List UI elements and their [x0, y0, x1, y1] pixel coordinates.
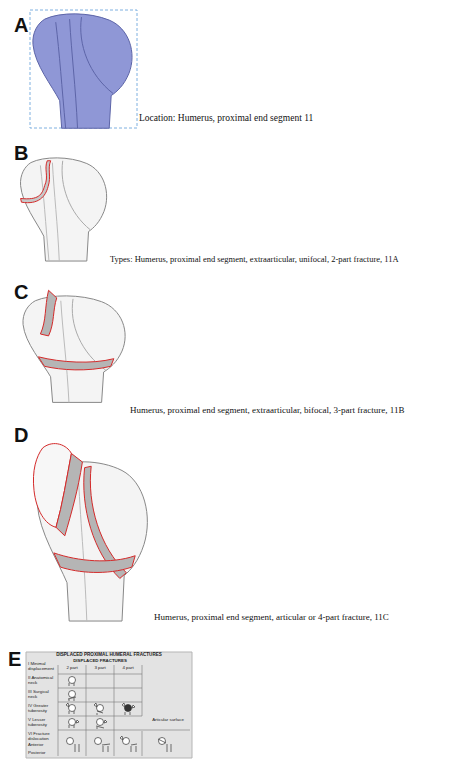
row-header: III Surgical neck [28, 690, 57, 699]
grid-line [58, 702, 142, 703]
fracture-sketches [66, 677, 171, 753]
head-line [72, 299, 105, 370]
humerus-fracture-4part [33, 444, 147, 621]
grid-line [142, 665, 143, 716]
panel-caption: Types: Humerus, proximal end segment, ex… [110, 255, 399, 265]
sketch-head [123, 738, 130, 745]
row-header: II Anatomical neck [28, 676, 57, 685]
grid-line [58, 730, 190, 731]
row-header: VI Fracture dislocation [28, 732, 57, 741]
classification-table: DISPLACED PROXIMAL HUMERAL FRACTURESDISP… [26, 652, 192, 758]
panel-letter: A [14, 14, 28, 37]
panel-letter: D [14, 424, 28, 447]
fracture-gap [38, 357, 113, 370]
bone-outline [23, 296, 125, 403]
grid-line [86, 665, 87, 756]
sketch-head [67, 738, 74, 745]
table-title: DISPLACED PROXIMAL HUMERAL FRACTURES [26, 653, 192, 658]
head-line [62, 161, 90, 230]
sketch-head [69, 705, 76, 712]
row-header: V Lesser tuberosity [28, 718, 57, 727]
column-header: 4 part [114, 666, 142, 671]
sketch-head [69, 719, 76, 726]
groove-line [52, 163, 59, 261]
sketch-head [125, 705, 132, 712]
column-header: 3 part [86, 666, 114, 671]
bone-outline [33, 14, 132, 128]
column-header: 2 part [58, 666, 86, 671]
head-line [81, 17, 113, 94]
panel-letter: E [8, 648, 21, 671]
sketch-shaft [102, 744, 110, 752]
sketch-shaft [75, 744, 79, 752]
grid-line [114, 665, 115, 756]
table-ground [26, 652, 192, 758]
humerus-segment [33, 14, 132, 128]
row-subheader: Posterior [28, 751, 57, 756]
row-header: IV Greater tuberosity [28, 704, 57, 713]
fracture-gap [40, 290, 56, 336]
grid-line [58, 716, 142, 717]
panel-caption: Humerus, proximal end segment, extraarti… [130, 405, 404, 415]
fracture-gap [54, 553, 135, 573]
sketch-shaft [94, 703, 103, 715]
sketch-head [97, 719, 104, 726]
sketch-head [95, 738, 102, 745]
grid-line [142, 731, 143, 756]
sketch-shaft [120, 736, 137, 752]
fracture-gap [56, 453, 82, 535]
groove-line [56, 22, 66, 128]
humerus-fracture-2part [20, 158, 106, 261]
sketch-shaft [122, 703, 135, 715]
grid-line [58, 665, 59, 756]
panel-letter: C [14, 281, 28, 304]
table-grid [58, 665, 190, 756]
segment-frame [30, 10, 137, 128]
panel-letter: B [14, 142, 28, 165]
sketch-shaft [96, 720, 107, 729]
grid-line [58, 688, 142, 689]
fracture-line [21, 161, 51, 203]
sketch-shaft [158, 739, 171, 752]
sketch-head [69, 677, 76, 684]
sketch-head [69, 691, 76, 698]
column-group-header: DISPLACED FRACTURES [58, 659, 142, 664]
sketch-shaft [66, 703, 74, 714]
panel-caption: Location: Humerus, proximal end segment … [139, 113, 313, 124]
column-header: Articular surface [146, 718, 190, 723]
bone-outline [20, 158, 106, 261]
humerus-fracture-3part [23, 290, 125, 402]
grid-line [58, 674, 142, 675]
row-subheader: Anterior [28, 743, 57, 748]
sketch-shaft [69, 720, 79, 728]
panel-caption: Humerus, proximal end segment, articular… [154, 612, 389, 622]
sketch-head [97, 705, 104, 712]
sketch-shaft [68, 697, 76, 701]
row-header: I Minimal displacement [28, 662, 57, 671]
groove-line [70, 19, 78, 128]
sketch-shaft [69, 683, 74, 686]
groove-line [61, 301, 69, 403]
